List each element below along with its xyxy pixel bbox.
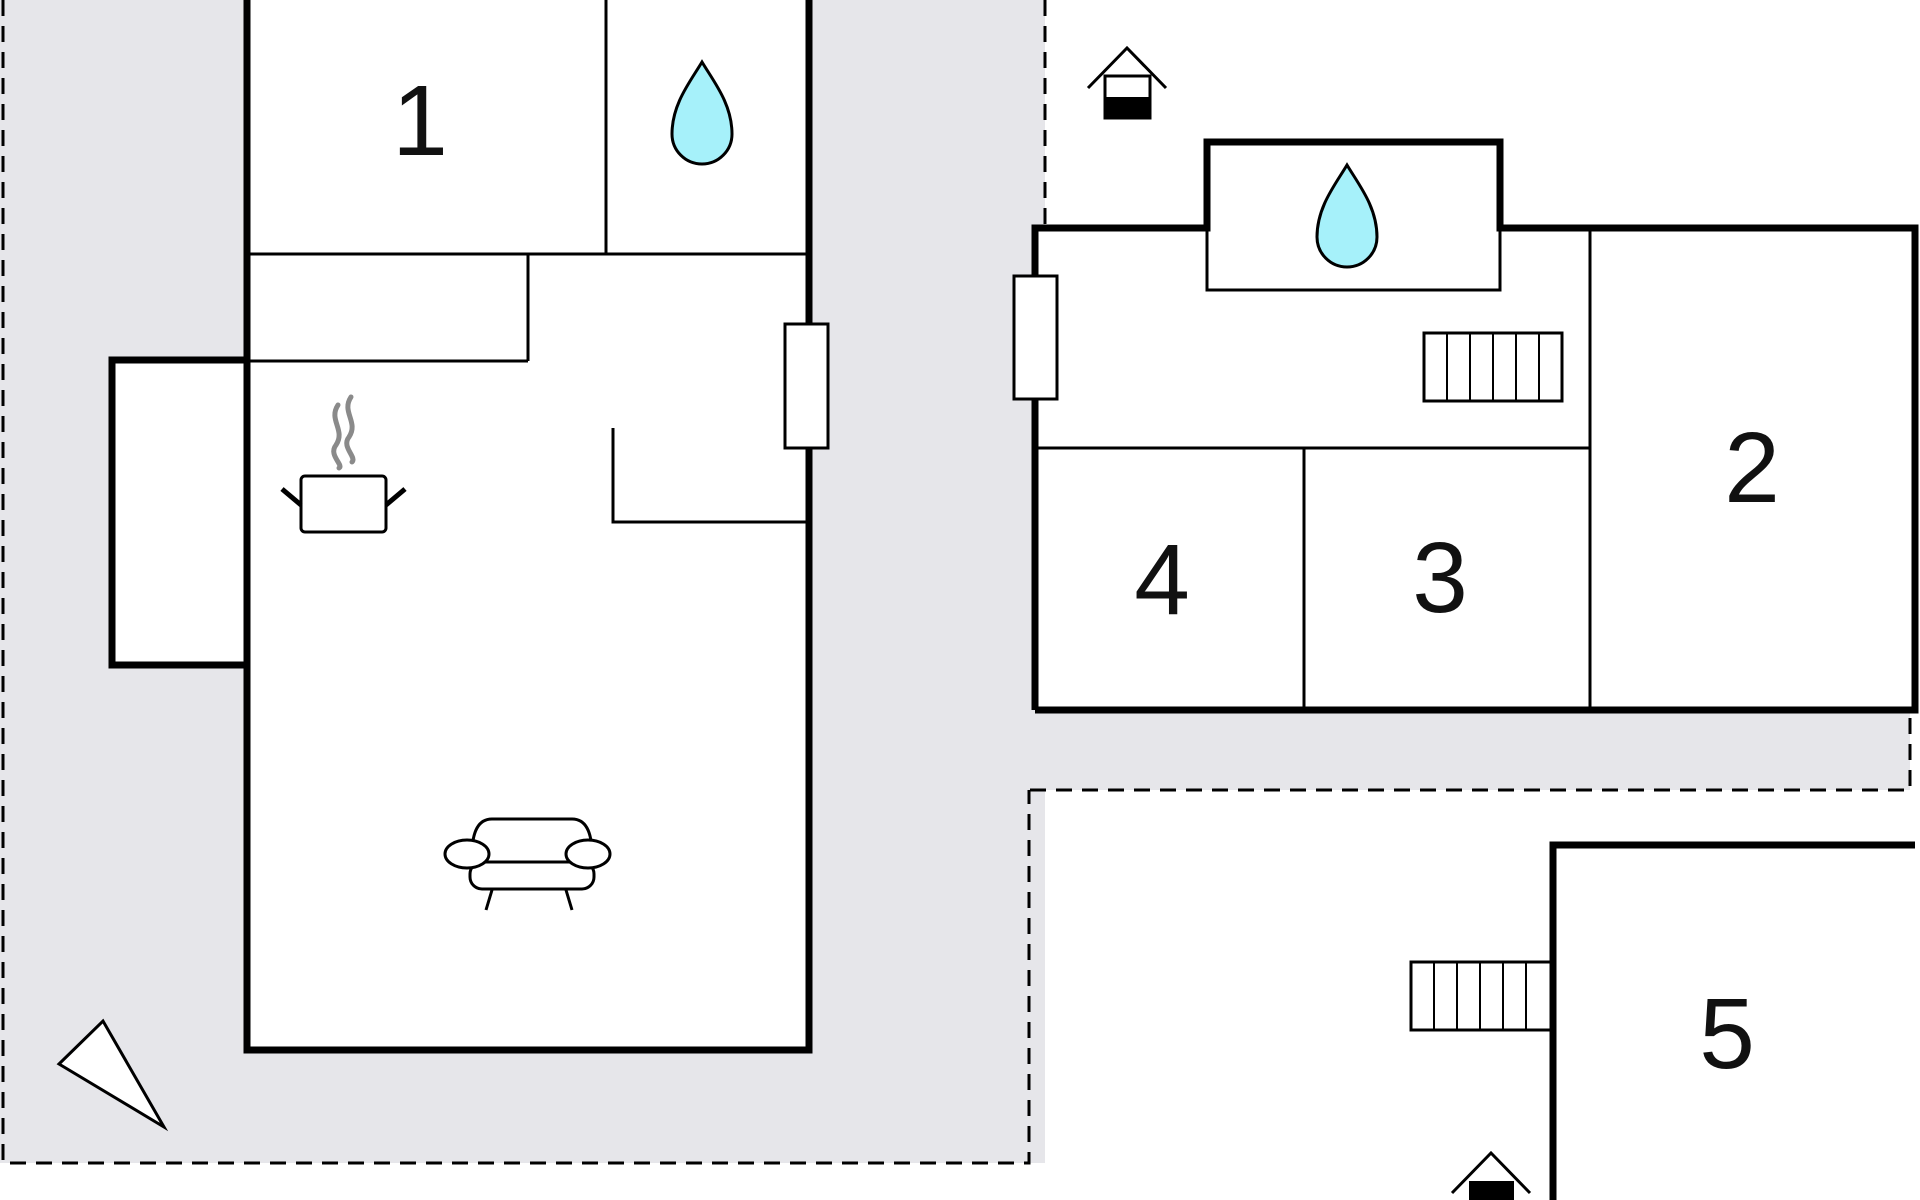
room-number-2: 2 — [1724, 412, 1780, 524]
window — [1012, 274, 1059, 401]
sofa-icon — [443, 817, 612, 911]
room-number-1: 1 — [392, 65, 448, 177]
bottom-right-building — [1549, 841, 1920, 1200]
terrace-area-right — [1030, 705, 1912, 792]
right-building — [1012, 138, 1919, 714]
water-drop-icon — [670, 59, 734, 166]
stairs-icon — [1422, 331, 1564, 403]
cooking-pot-icon — [280, 394, 407, 534]
room-number-5: 5 — [1699, 978, 1755, 1090]
north-arrow-icon — [56, 1018, 169, 1132]
entrance-icon — [1086, 45, 1168, 120]
room-number-3: 3 — [1412, 522, 1468, 634]
window — [783, 322, 830, 450]
room-number-4: 4 — [1134, 524, 1190, 636]
entrance-icon — [1450, 1150, 1532, 1200]
stairs-icon — [1409, 960, 1553, 1032]
water-drop-icon — [1315, 162, 1379, 269]
